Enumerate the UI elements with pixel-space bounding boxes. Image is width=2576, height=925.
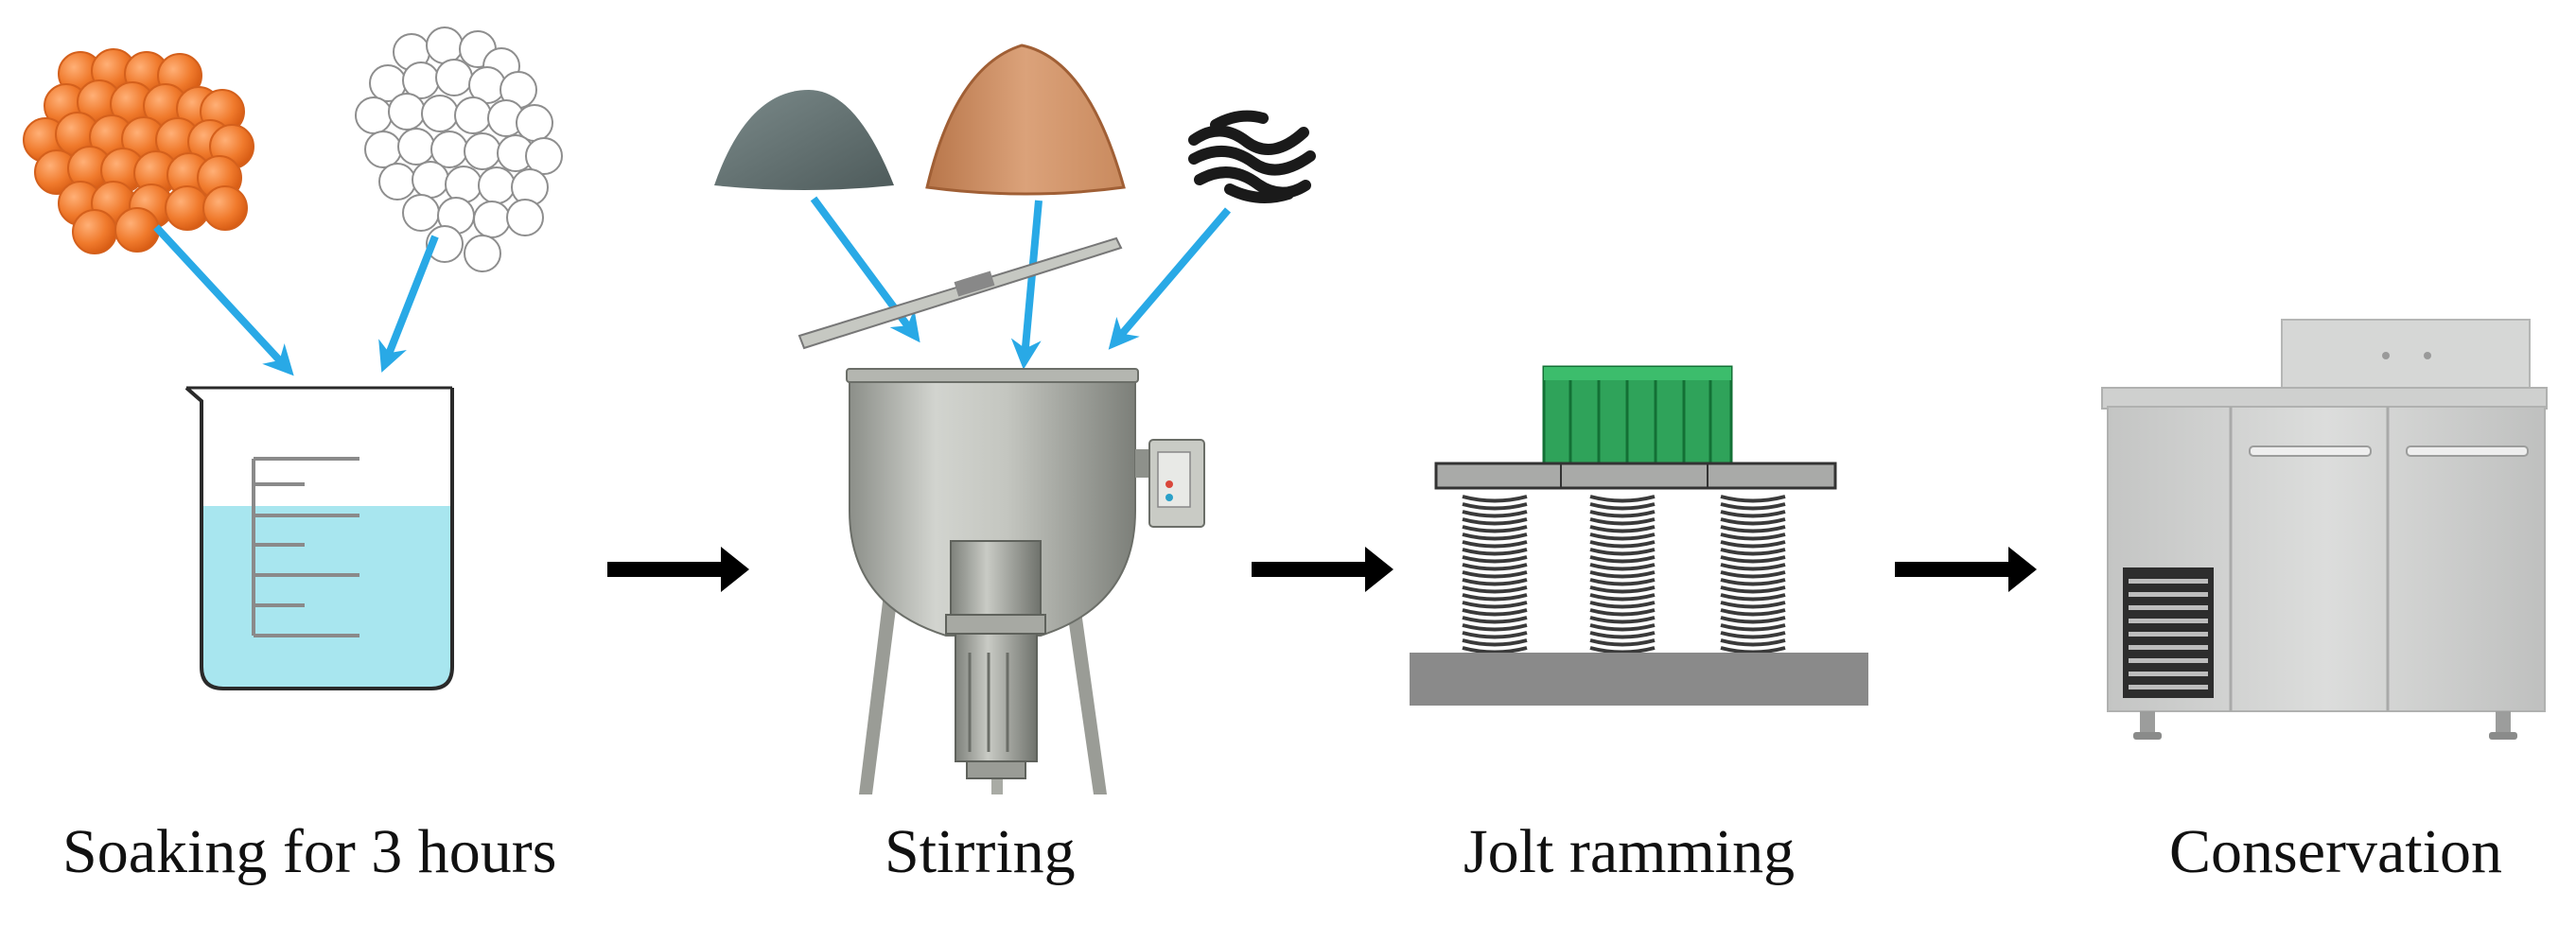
- right-arrow-icon: [1895, 547, 2037, 592]
- right-arrow-icon: [607, 547, 749, 592]
- white-spheres-icon: [355, 26, 563, 272]
- curing-cabinet-icon: [2101, 319, 2548, 740]
- feed-arrow-white: [378, 235, 439, 373]
- step-label-jolt-ramming: Jolt ramming: [1463, 817, 1796, 886]
- feed-arrow-orange: [153, 224, 294, 376]
- feed-arrow-fiber: [1108, 207, 1232, 350]
- step-label-stirring: Stirring: [885, 817, 1076, 886]
- vibration-table-icon: [1410, 365, 1868, 706]
- mixer-tank-icon: [797, 236, 1205, 794]
- right-arrow-icon: [1252, 547, 1393, 592]
- brown-powder-pile-icon: [925, 44, 1126, 196]
- orange-spheres-icon: [23, 48, 254, 254]
- feed-arrow-sand: [1010, 200, 1043, 370]
- step-label-soaking: Soaking for 3 hours: [62, 817, 557, 886]
- black-fiber-icon: [1188, 110, 1316, 203]
- beaker-icon: [184, 386, 454, 690]
- step-label-conservation: Conservation: [2169, 817, 2502, 886]
- gray-powder-pile-icon: [714, 90, 894, 190]
